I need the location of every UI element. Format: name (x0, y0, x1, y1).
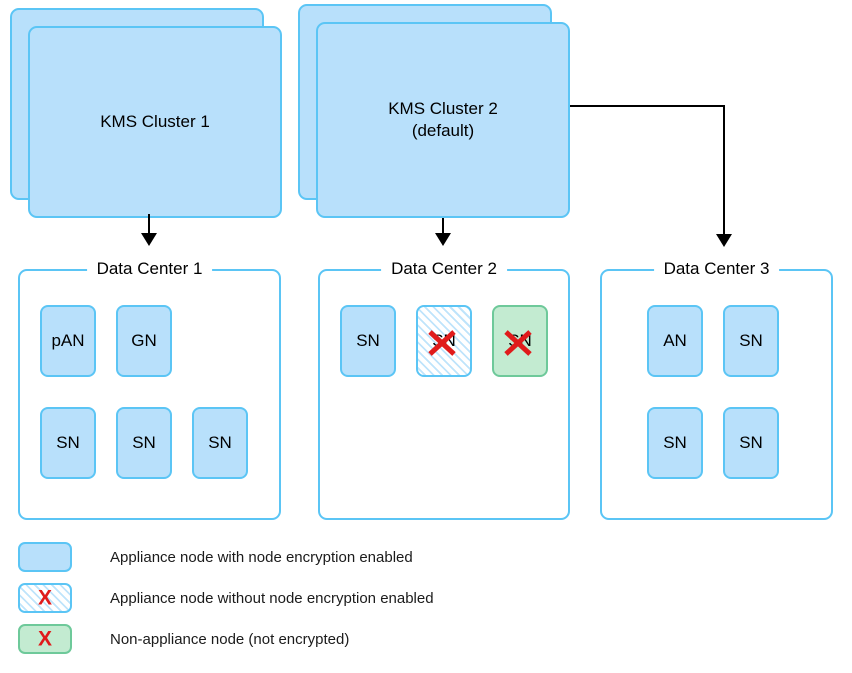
kms-cluster-2-front-card[interactable]: KMS Cluster 2 (default) (316, 22, 570, 218)
node-sn[interactable]: SN (723, 305, 779, 377)
legend-label: Non-appliance node (not encrypted) (110, 630, 350, 648)
kms-cluster-2-label: KMS Cluster 2 (default) (388, 99, 498, 140)
node-gn[interactable]: GN (116, 305, 172, 377)
node-row: SN SN (647, 407, 833, 479)
node-label: SN (432, 331, 456, 350)
data-center-3[interactable]: Data Center 3 AN SN SN SN (600, 258, 833, 520)
node-row: pAN GN (40, 305, 281, 377)
node-row: SN SN SN (40, 407, 281, 479)
node-sn[interactable]: SN (340, 305, 396, 377)
node-row: SN SN SN (340, 305, 570, 377)
node-row: AN SN (647, 305, 833, 377)
legend-swatch-encrypted (18, 542, 72, 572)
node-sn[interactable]: SN (116, 407, 172, 479)
data-center-3-title: Data Center 3 (653, 258, 780, 280)
node-sn-non-appliance[interactable]: SN (492, 305, 548, 377)
arrow-shaft-horizontal (570, 105, 725, 107)
node-sn[interactable]: SN (192, 407, 248, 479)
data-center-1-title: Data Center 1 (86, 258, 213, 280)
node-sn-unencrypted[interactable]: SN (416, 305, 472, 377)
data-center-2[interactable]: Data Center 2 SN SN SN (318, 258, 570, 520)
legend-swatch-not-encrypted: X (18, 583, 72, 613)
arrow-head-icon (435, 233, 451, 246)
node-label: SN (508, 331, 532, 350)
node-label: pAN (51, 331, 85, 350)
arrow-head-icon (141, 233, 157, 246)
node-an[interactable]: AN (647, 305, 703, 377)
data-center-1[interactable]: Data Center 1 pAN GN SN SN SN (18, 258, 281, 520)
data-center-3-body: AN SN SN SN (600, 269, 833, 520)
arrow-shaft (442, 218, 444, 234)
legend-item-non-appliance: X Non-appliance node (not encrypted) (18, 624, 349, 654)
legend-swatch-non-appliance: X (18, 624, 72, 654)
x-mark-icon: X (37, 627, 53, 651)
node-label: AN (663, 331, 687, 350)
node-label: SN (356, 331, 380, 350)
arrow-shaft-vertical (723, 105, 725, 235)
node-label: SN (739, 433, 763, 452)
legend-item-encrypted: Appliance node with node encryption enab… (18, 542, 413, 572)
node-label: GN (131, 331, 157, 350)
node-sn[interactable]: SN (723, 407, 779, 479)
data-center-2-body: SN SN SN (318, 269, 570, 520)
node-pan[interactable]: pAN (40, 305, 96, 377)
node-label: SN (663, 433, 687, 452)
node-sn[interactable]: SN (647, 407, 703, 479)
kms-cluster-1-front-card[interactable]: KMS Cluster 1 (28, 26, 282, 218)
node-sn[interactable]: SN (40, 407, 96, 479)
legend-label: Appliance node with node encryption enab… (110, 548, 413, 566)
x-mark-icon: X (37, 586, 53, 610)
kms-cluster-1-label: KMS Cluster 1 (100, 112, 210, 131)
node-label: SN (132, 433, 156, 452)
node-label: SN (739, 331, 763, 350)
node-label: SN (208, 433, 232, 452)
kms-cluster-2[interactable]: KMS Cluster 2 (default) (298, 4, 570, 218)
legend: Appliance node with node encryption enab… (18, 538, 498, 658)
arrow-shaft (148, 214, 150, 234)
data-center-2-title: Data Center 2 (381, 258, 507, 280)
arrow-head-icon (716, 234, 732, 247)
node-label: SN (56, 433, 80, 452)
legend-item-not-encrypted: X Appliance node without node encryption… (18, 583, 434, 613)
legend-label: Appliance node without node encryption e… (110, 589, 434, 607)
data-center-1-body: pAN GN SN SN SN (18, 269, 281, 520)
kms-cluster-1[interactable]: KMS Cluster 1 (10, 8, 282, 218)
